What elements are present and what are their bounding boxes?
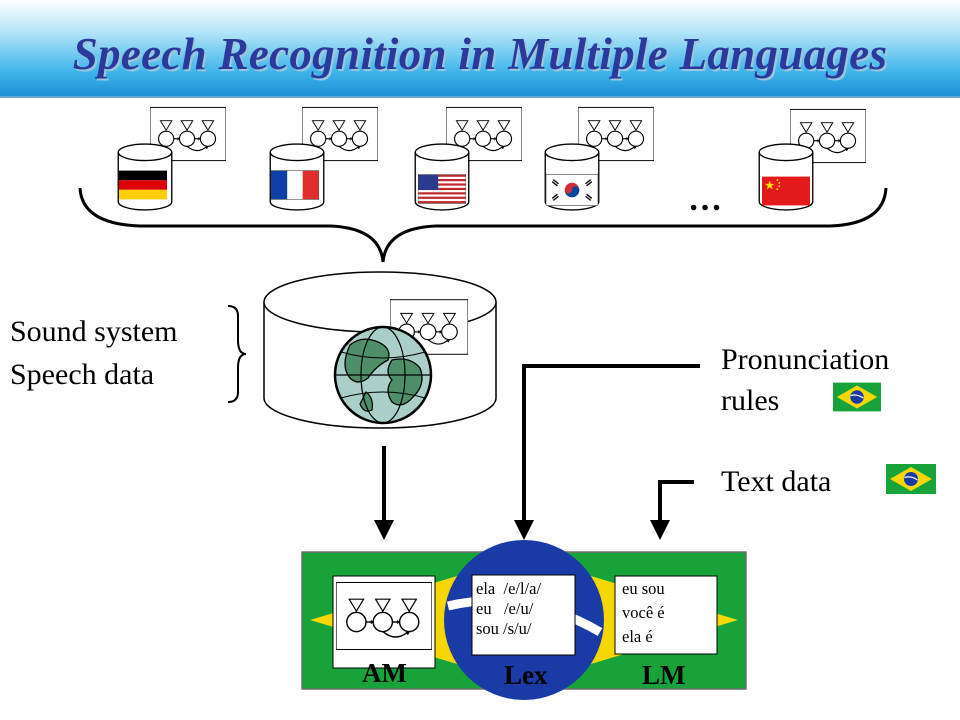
label-pronunciation: Pronunciation — [721, 343, 890, 376]
arrow-text-to-lm — [650, 480, 694, 540]
lex-box — [471, 574, 576, 656]
lm-entry: você é — [622, 603, 665, 622]
china-flag — [762, 176, 810, 206]
arrow-acoustic-to-am — [374, 446, 394, 540]
ellipsis: … — [688, 181, 722, 218]
lex-label: Lex — [504, 660, 548, 690]
label-rules: rules — [721, 384, 780, 417]
lm-label: LM — [642, 660, 686, 690]
lex-entry: ela /e/l/a/ — [476, 579, 542, 598]
globe-icon — [333, 325, 433, 425]
am-label: AM — [362, 658, 407, 688]
brazil-flag — [886, 463, 936, 495]
brazil-flag — [833, 381, 881, 413]
arrow-pronunciation-to-lex — [514, 364, 700, 540]
lm-box — [614, 575, 718, 655]
hmm-icon — [336, 582, 432, 650]
france-flag — [271, 170, 319, 200]
label-sound-system: Sound system — [10, 315, 178, 348]
lm-entry: ela é — [622, 627, 653, 646]
label-speech-data: Speech data — [10, 358, 155, 391]
lex-entry: sou /s/u/ — [476, 619, 532, 638]
usa-flag — [418, 174, 466, 204]
language-db-germany — [117, 106, 226, 211]
language-db-usa — [414, 106, 522, 211]
language-db-france — [269, 106, 378, 211]
curly-brace — [78, 187, 888, 263]
language-db-china — [758, 108, 866, 211]
korea-flag — [546, 174, 598, 206]
am-box — [332, 575, 436, 669]
title-bar — [0, 0, 960, 98]
slide-title: Speech Recognition in Multiple Languages — [72, 29, 888, 79]
lm-entry: eu sou — [622, 579, 665, 598]
label-text-data: Text data — [721, 465, 832, 498]
lex-entry: eu /e/u/ — [476, 599, 534, 618]
small-brace — [227, 305, 247, 403]
multilingual-db — [263, 271, 497, 429]
language-db-korea — [544, 106, 654, 211]
germany-flag — [119, 170, 167, 200]
